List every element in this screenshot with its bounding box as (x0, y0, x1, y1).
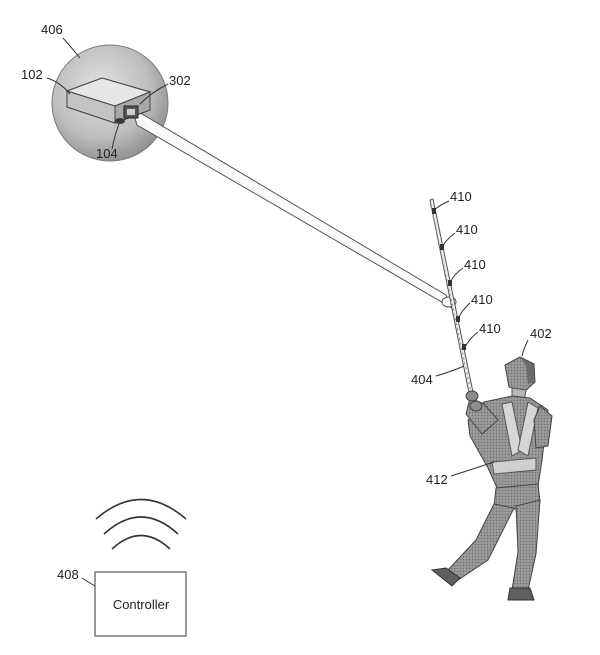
label-410-1: 410 (450, 189, 472, 204)
label-410-5: 410 (479, 321, 501, 336)
label-406: 406 (41, 22, 63, 37)
harness-412 (491, 401, 539, 475)
user-402 (430, 356, 553, 601)
label-410-4: 410 (471, 292, 493, 307)
light-beam (131, 106, 457, 310)
device-102 (65, 77, 152, 124)
label-412: 412 (426, 472, 448, 487)
reference-labels: 406 102 302 104 410 410 410 410 410 402 … (21, 22, 552, 582)
controller-box (94, 571, 187, 637)
controller-label: Controller (113, 597, 170, 612)
label-410-2: 410 (456, 222, 478, 237)
label-102: 102 (21, 67, 43, 82)
lens-104 (115, 118, 125, 124)
controller-408: Controller (94, 571, 187, 637)
label-404: 404 (411, 372, 433, 387)
sensor-410 (432, 208, 436, 214)
label-402: 402 (530, 326, 552, 341)
wireless-signal-icon (95, 498, 187, 550)
leader-lines (46, 37, 529, 587)
label-104: 104 (96, 146, 118, 161)
label-302: 302 (169, 73, 191, 88)
label-410-3: 410 (464, 257, 486, 272)
label-408: 408 (57, 567, 79, 582)
sensor-410 (462, 344, 466, 350)
emitter-302 (123, 105, 139, 119)
